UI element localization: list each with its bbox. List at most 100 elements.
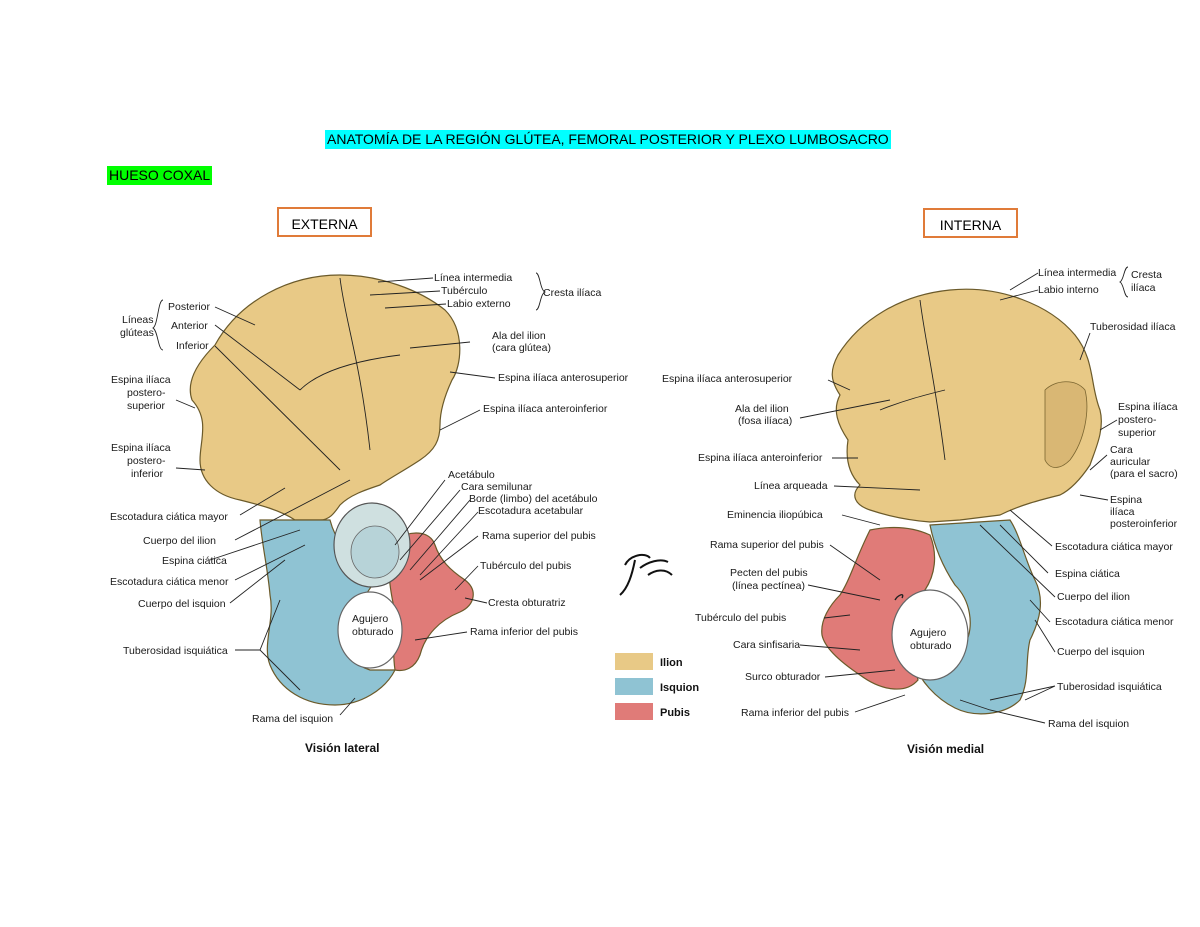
m-label-espina-ant-sup: Espina ilíaca anterosuperior	[662, 373, 793, 385]
label-ala-ilion-1: Ala del ilion	[492, 330, 546, 342]
label-espina-post-sup-1: Espina ilíaca	[111, 374, 171, 386]
label-tuberosidad: Tuberosidad isquiática	[123, 645, 228, 657]
label-cresta-iliaca: Cresta ilíaca	[543, 287, 602, 299]
legend-swatch-pubis	[615, 703, 653, 720]
m-label-escotadura-menor: Escotadura ciática menor	[1055, 616, 1174, 628]
label-cresta-obturatriz: Cresta obturatriz	[488, 597, 566, 609]
view-box-interna: INTERNA	[923, 208, 1018, 238]
label-escotadura-menor: Escotadura ciática menor	[110, 576, 229, 588]
m-label-cuerpo-ilion: Cuerpo del ilion	[1057, 591, 1130, 603]
legend-swatch-ilion	[615, 653, 653, 670]
legend-label-pubis: Pubis	[660, 707, 690, 719]
label-espina-ciatica: Espina ciática	[162, 555, 227, 567]
label-tuberculo-pubis: Tubérculo del pubis	[480, 560, 571, 572]
m-label-cuerpo-isquion: Cuerpo del isquion	[1057, 646, 1145, 658]
label-cara-semilunar: Cara semilunar	[461, 481, 533, 493]
m-label-tuberosidad: Tuberosidad isquiática	[1057, 681, 1162, 693]
m-label-espina-ps-3: superior	[1118, 427, 1156, 439]
lateral-anterior-line	[299, 354, 401, 391]
medial-leader-lines	[799, 266, 1129, 724]
m-label-espina-ps-1: Espina ilíaca	[1118, 401, 1178, 413]
label-posterior: Posterior	[168, 301, 211, 313]
m-label-cara-auricular-3: (para el sacro)	[1110, 468, 1178, 480]
m-label-espina-ps-2: postero-	[1118, 414, 1157, 426]
medial-fossa-line	[879, 389, 946, 411]
label-espina-post-inf-3: inferior	[131, 468, 164, 480]
m-label-agujero-1: Agujero	[910, 627, 946, 639]
lateral-posterior-line	[339, 277, 371, 451]
m-label-cara-auricular-1: Cara	[1110, 444, 1133, 456]
medial-obturator-foramen	[891, 589, 969, 681]
view-box-externa: EXTERNA	[277, 207, 372, 237]
document-title: ANATOMÍA DE LA REGIÓN GLÚTEA, FEMORAL PO…	[325, 130, 891, 149]
label-agujero-2: obturado	[352, 626, 394, 638]
label-rama-isquion: Rama del isquion	[252, 713, 333, 725]
m-label-agujero-2: obturado	[910, 640, 952, 652]
label-borde-acetabulo: Borde (limbo) del acetábulo	[469, 493, 598, 505]
section-heading: HUESO COXAL	[107, 166, 213, 185]
m-label-espina-pi-2: ilíaca	[1110, 506, 1135, 518]
label-escotadura-mayor: Escotadura ciática mayor	[110, 511, 228, 523]
label-cuerpo-isquion: Cuerpo del isquion	[138, 598, 226, 610]
label-inferior: Inferior	[176, 340, 209, 352]
medial-auricular-surface	[1044, 381, 1088, 468]
m-label-eminencia: Eminencia iliopúbica	[727, 509, 823, 521]
m-label-espina-ciatica: Espina ciática	[1055, 568, 1120, 580]
caption-vision-lateral: Visión lateral	[305, 741, 379, 755]
m-label-linea-intermedia: Línea intermedia	[1038, 267, 1116, 279]
label-rama-inf-pubis: Rama inferior del pubis	[470, 626, 578, 638]
m-label-tuberculo-pubis: Tubérculo del pubis	[695, 612, 786, 624]
m-label-tuberosidad-iliaca: Tuberosidad ilíaca	[1090, 321, 1176, 333]
m-label-rama-isquion: Rama del isquion	[1048, 718, 1129, 730]
label-labio-externo: Labio externo	[447, 298, 511, 310]
legend: Ilion Isquion Pubis	[615, 653, 699, 720]
m-label-espina-pi-1: Espina	[1110, 494, 1142, 506]
caption-vision-medial: Visión medial	[907, 742, 984, 756]
label-rama-sup-pubis: Rama superior del pubis	[482, 530, 596, 542]
lateral-obturator-foramen	[337, 591, 403, 669]
m-label-cara-auricular-2: auricular	[1110, 456, 1151, 468]
medial-pubis-shape	[821, 526, 936, 690]
m-label-rama-inf-pubis: Rama inferior del pubis	[741, 707, 849, 719]
m-label-cresta-1: Cresta	[1131, 269, 1162, 281]
label-gluteas: glúteas	[120, 327, 154, 339]
lateral-ilion-shape	[189, 274, 461, 521]
medial-ilion-shape	[831, 288, 1102, 523]
label-tuberculo: Tubérculo	[441, 285, 487, 297]
lateral-view: Línea intermedia Tubérculo Labio externo…	[110, 272, 629, 755]
m-label-ala-ilion-1: Ala del ilion	[735, 403, 789, 415]
label-espina-post-sup-3: superior	[127, 400, 165, 412]
label-espina-ant-inf: Espina ilíaca anteroinferior	[483, 403, 608, 415]
m-label-escotadura-mayor: Escotadura ciática mayor	[1055, 541, 1173, 553]
label-anterior: Anterior	[171, 320, 208, 332]
m-label-pecten-1: Pecten del pubis	[730, 567, 808, 579]
m-label-linea-arqueada: Línea arqueada	[754, 480, 828, 492]
label-agujero-1: Agujero	[352, 613, 388, 625]
m-label-labio-interno: Labio interno	[1038, 284, 1099, 296]
m-label-espina-pi-3: posteroinferior	[1110, 518, 1178, 530]
lateral-leader-lines	[152, 272, 547, 716]
m-label-espina-ant-inf: Espina ilíaca anteroinferior	[698, 452, 823, 464]
label-linea-intermedia: Línea intermedia	[434, 272, 512, 284]
m-label-rama-sup-pubis: Rama superior del pubis	[710, 539, 824, 551]
label-escotadura-acetabular: Escotadura acetabular	[478, 505, 584, 517]
medial-obturator-arrow	[894, 593, 904, 601]
legend-label-isquion: Isquion	[660, 682, 699, 694]
label-espina-post-sup-2: postero-	[127, 387, 166, 399]
label-espina-post-inf-2: postero-	[127, 455, 166, 467]
netter-signature	[619, 553, 673, 596]
label-lineas: Líneas	[122, 314, 154, 326]
m-label-cresta-2: ilíaca	[1131, 282, 1156, 294]
m-label-ala-ilion-2: (fosa ilíaca)	[738, 415, 792, 427]
medial-crest-line	[919, 299, 946, 461]
legend-swatch-isquion	[615, 678, 653, 695]
medial-view: Línea intermedia Labio interno Cresta il…	[662, 266, 1178, 756]
label-espina-ant-sup: Espina ilíaca anterosuperior	[498, 372, 629, 384]
label-cuerpo-ilion: Cuerpo del ilion	[143, 535, 216, 547]
label-espina-post-inf-1: Espina ilíaca	[111, 442, 171, 454]
m-label-pecten-2: (línea pectínea)	[732, 580, 805, 592]
m-label-cara-sinfisaria: Cara sinfisaria	[733, 639, 800, 651]
label-ala-ilion-2: (cara glútea)	[492, 342, 551, 354]
legend-label-ilion: Ilion	[660, 657, 683, 669]
